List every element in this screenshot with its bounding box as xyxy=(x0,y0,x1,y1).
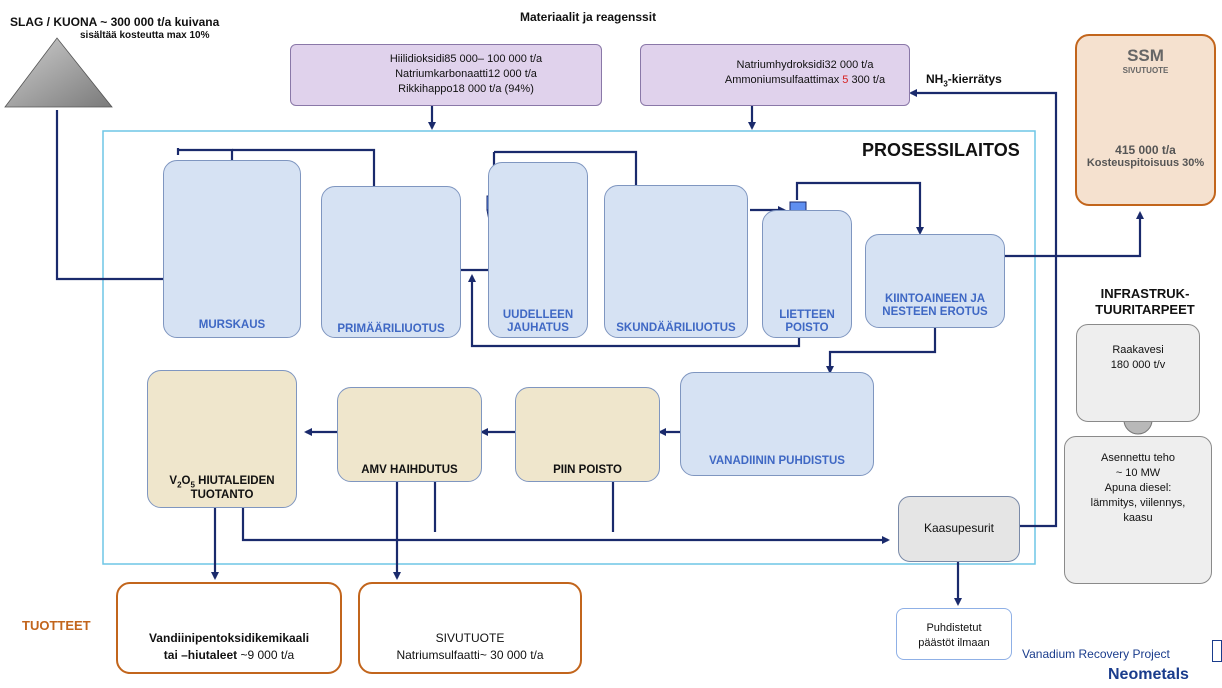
slag-subtitle: sisältää kosteutta max 10% xyxy=(80,30,210,41)
reagent-line: Natriumkarbonaatti12 000 t/a xyxy=(395,68,537,80)
slag-pile-image xyxy=(4,37,113,108)
unit-vanadiinin-puhdistus: VANADIININ PUHDISTUS xyxy=(680,372,874,476)
unit-uudelleen-jauhatus: UUDELLEEN JAUHATUS xyxy=(488,162,588,338)
infra-title: INFRASTRUK- TUURITARPEET xyxy=(1070,286,1220,318)
reagents-left-box: Hiilidioksidi85 000– 100 000 t/a Natrium… xyxy=(290,44,602,106)
unit-label: KIINTOAINEEN JA xyxy=(884,293,986,305)
emissions-line: päästöt ilmaan xyxy=(918,637,990,649)
infra-power-box: Asennettu teho ~ 10 MW Apuna diesel: läm… xyxy=(1064,436,1212,584)
plant-boundary xyxy=(102,130,1036,565)
unit-amv-haihdutus: AMV HAIHDUTUS xyxy=(337,387,482,482)
unit-kaasupesurit: Kaasupesurit xyxy=(898,496,1020,562)
unit-label: PIIN POISTO xyxy=(553,464,622,476)
unit-label: MURSKAUS xyxy=(198,319,266,331)
project-name: Vanadium Recovery Project xyxy=(1022,647,1170,661)
unit-skundaariliuotus: SKUNDÄÄRILIUOTUS xyxy=(604,185,748,338)
unit-label: TUOTANTO xyxy=(190,489,254,501)
unit-label-text: V xyxy=(169,475,178,487)
plant-title: PROSESSILAITOS xyxy=(862,140,1020,160)
reagents-right-box: Natriumhydroksidi32 000 t/a Ammoniumsulf… xyxy=(640,44,910,106)
unit-piin-poisto: PIIN POISTO xyxy=(515,387,660,482)
unit-label-text: O xyxy=(181,475,191,487)
reagent-text: Ammoniumsulfaattimax xyxy=(724,74,843,86)
ssm-moisture: Kosteuspitoisuus 30% xyxy=(1086,157,1205,169)
ssm-title: SSM xyxy=(1127,46,1164,65)
emissions-box: Puhdistetut päästöt ilmaan xyxy=(896,608,1012,660)
infra-power-line: ~ 10 MW xyxy=(1115,467,1161,479)
product-line: Natriumsulfaatti~ 30 000 t/a xyxy=(396,648,544,662)
unit-label: POISTO xyxy=(785,322,829,334)
unit-label: LIETTEEN xyxy=(779,309,835,321)
infra-title-line: INFRASTRUK- xyxy=(1100,286,1190,301)
infra-power-line: kaasu xyxy=(1123,512,1153,524)
product-vanadium-box: Vandiinipentoksidikemikaali tai –hiutale… xyxy=(116,582,342,674)
infra-power-line: Apuna diesel: xyxy=(1104,482,1172,494)
infra-water-line: 180 000 t/v xyxy=(1110,359,1166,371)
unit-label: AMV HAIHDUTUS xyxy=(361,464,458,476)
unit-label: VANADIININ PUHDISTUS xyxy=(709,455,845,467)
infra-water-box: Raakavesi 180 000 t/v xyxy=(1076,324,1200,422)
nh3-text: NH xyxy=(926,72,944,86)
product-line-rest: ~9 000 t/a xyxy=(237,648,295,662)
infra-title-line: TUURITARPEET xyxy=(1095,302,1195,317)
emissions-line: Puhdistetut xyxy=(926,622,982,634)
unit-label-subscript: 5 xyxy=(190,480,195,490)
product-line-bold: tai –hiutaleet xyxy=(163,648,238,662)
nh3-text: -kierrätys xyxy=(947,72,1002,86)
unit-label: UUDELLEEN xyxy=(502,309,574,321)
unit-label-subscript: 2 xyxy=(177,480,182,490)
reagent-line: Hiilidioksidi85 000– 100 000 t/a xyxy=(389,53,543,65)
infra-power-line: lämmitys, viilennys, xyxy=(1090,497,1186,509)
unit-lietteen-poisto: LIETTEEN POISTO xyxy=(762,210,852,338)
unit-label: NESTEEN EROTUS xyxy=(882,306,988,318)
product-line: tai –hiutaleet ~9 000 t/a xyxy=(118,647,340,664)
materials-heading: Materiaalit ja reagenssit xyxy=(520,10,657,24)
neometals-logo: Neometals xyxy=(1108,666,1189,683)
logo-mark-icon xyxy=(1212,640,1222,662)
unit-label: JAUHATUS xyxy=(507,322,569,334)
slag-title: SLAG / KUONA ~ 300 000 t/a kuivana xyxy=(10,15,220,29)
product-line: Vandiinipentoksidikemikaali xyxy=(148,631,310,645)
reagent-line: Natriumhydroksidi32 000 t/a xyxy=(736,59,874,71)
infra-power-line: Asennettu teho xyxy=(1100,452,1175,464)
unit-label: V2O5 HIUTALEIDEN xyxy=(148,475,296,491)
unit-v2o5-tuotanto: V2O5 HIUTALEIDEN TUOTANTO xyxy=(147,370,297,508)
product-line: SIVUTUOTE xyxy=(435,631,505,645)
reagent-red-digit: 5 xyxy=(842,74,849,86)
nh3-label: NH3-kierrätys xyxy=(926,72,1002,88)
reagent-line: Ammoniumsulfaattimax 5 300 t/a xyxy=(701,73,909,88)
unit-kiintoaineen-erotus: KIINTOAINEEN JA NESTEEN EROTUS xyxy=(865,234,1005,328)
unit-murskaus: MURSKAUS xyxy=(163,160,301,338)
unit-label: PRIMÄÄRILIUOTUS xyxy=(337,323,445,335)
reagent-line: Rikkihappo18 000 t/a (94%) xyxy=(398,83,534,95)
unit-primaariliuotus: PRIMÄÄRILIUOTUS xyxy=(321,186,461,338)
nh3-subscript: 3 xyxy=(943,79,948,89)
unit-label-text: HIUTALEIDEN xyxy=(194,475,275,487)
ssm-box: SSM SIVUTUOTE 415 000 t/a Kosteuspitoisu… xyxy=(1075,34,1216,206)
tuotteet-label: TUOTTEET xyxy=(22,618,91,633)
infra-water-line: Raakavesi xyxy=(1112,344,1164,356)
ssm-subtitle: SIVUTUOTE xyxy=(1122,66,1169,75)
ssm-amount: 415 000 t/a xyxy=(1115,143,1176,157)
reagent-text: 300 t/a xyxy=(848,74,886,86)
product-sivutuote-box: SIVUTUOTE Natriumsulfaatti~ 30 000 t/a xyxy=(358,582,582,674)
unit-label: Kaasupesurit xyxy=(923,521,995,535)
unit-label: SKUNDÄÄRILIUOTUS xyxy=(616,322,736,334)
